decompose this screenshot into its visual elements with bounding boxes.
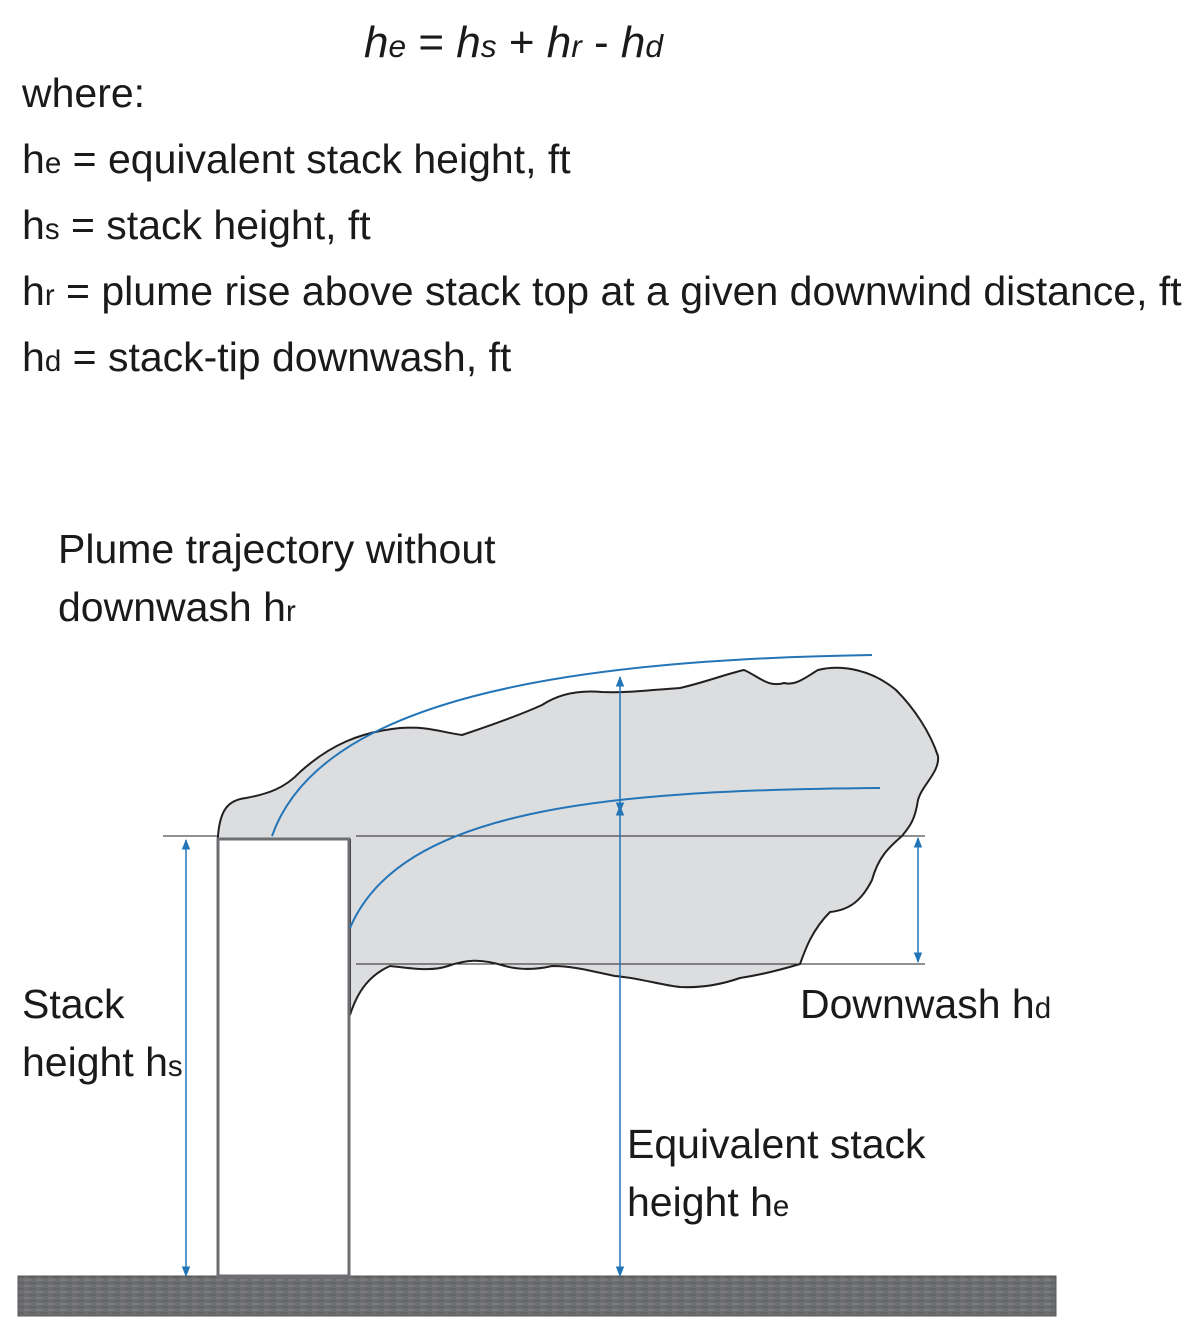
downwash-label: Downwash hd (800, 981, 1052, 1027)
definition-hd: hd = stack-tip downwash, ft (22, 334, 512, 380)
definition-he: he = equivalent stack height, ft (22, 136, 571, 182)
definition-hs: hs = stack height, ft (22, 202, 371, 248)
ground (17, 1275, 1057, 1317)
formula: he = hs + hr - hd (364, 18, 664, 67)
where-label: where: (22, 70, 146, 116)
definition-hr: hr = plume rise above stack top at a giv… (22, 268, 1182, 314)
stack-height-label: Stack height hs (22, 981, 183, 1085)
equivalent-stack-height-label: Equivalent stack height he (627, 1121, 926, 1225)
trajectory-without-downwash (271, 654, 873, 837)
trajectory-with-downwash (349, 787, 881, 929)
stack (216, 837, 351, 1278)
plume-trajectory-label: Plume trajectory without downwash hr (58, 526, 496, 630)
plume (217, 666, 940, 1016)
